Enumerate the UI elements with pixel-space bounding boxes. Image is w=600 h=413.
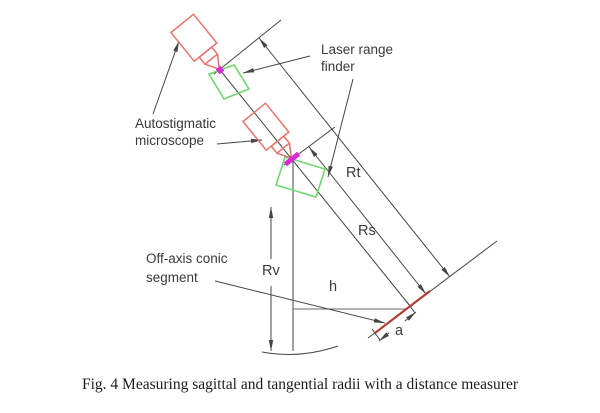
label-off-axis-conic-segment: Off-axis conic segment [146,249,228,287]
a-dimension-tick-right [406,301,416,314]
main-optical-axis [219,69,411,307]
microscope-beam-cone-upper [204,53,221,70]
microscope-body-upper [169,13,218,63]
dimension-label-rt: Rt [346,165,361,181]
microscope-snout-upper [198,46,219,66]
rs-dimension-line [308,146,427,295]
figure-caption: Fig. 4 Measuring sagittal and tangential… [81,376,519,393]
a-dimension-arrow-right [404,311,417,322]
label-autostigmatic-line2: microscope [135,133,205,148]
autostigmatic-microscope-upper [169,13,221,70]
leader-lines [152,40,386,324]
leader-laser-range-finder-upper [242,55,311,74]
extension-line-upper-focus [213,19,282,75]
mirror-segment [374,290,431,334]
dimension-label-h: h [329,279,338,295]
microscope-snout-lower [270,135,291,155]
laser-range-finders [207,64,327,198]
label-laser-range-finder-line1: Laser range [321,42,394,57]
a-dimension-tick-left [371,328,381,341]
dimension-lines [258,37,451,351]
leader-off-axis-segment [214,280,386,324]
dimension-label-rv: Rv [262,263,280,279]
dimension-label-rs: Rs [358,223,376,239]
microscope-beam-cone-lower [276,142,293,159]
leader-autostigmatic-upper [152,40,180,115]
focus-point-upper [215,65,225,75]
label-autostigmatic-line1: Autostigmatic [135,116,217,131]
label-off-axis-line2: segment [146,270,198,285]
label-laser-range-finder-line2: finder [321,59,355,74]
autostigmatic-microscope-lower [241,102,293,159]
dimension-label-a: a [395,323,404,339]
leader-autostigmatic-lower [216,138,263,145]
laser-range-finder-lower-box [274,156,327,198]
focus-bar-lower [283,151,301,167]
focus-point-lower-group [283,151,301,167]
vertex-arc [261,345,339,355]
leader-laser-range-finder-lower [327,78,354,178]
label-autostigmatic-microscope: Autostigmatic microscope [135,115,216,149]
focus-point-upper-group [215,65,225,75]
a-dimension-arrow-left [378,332,390,342]
laser-range-finder-upper-box [207,64,251,100]
label-laser-range-finder: Laser range finder [321,41,393,75]
label-off-axis-line1: Off-axis conic [146,251,228,266]
